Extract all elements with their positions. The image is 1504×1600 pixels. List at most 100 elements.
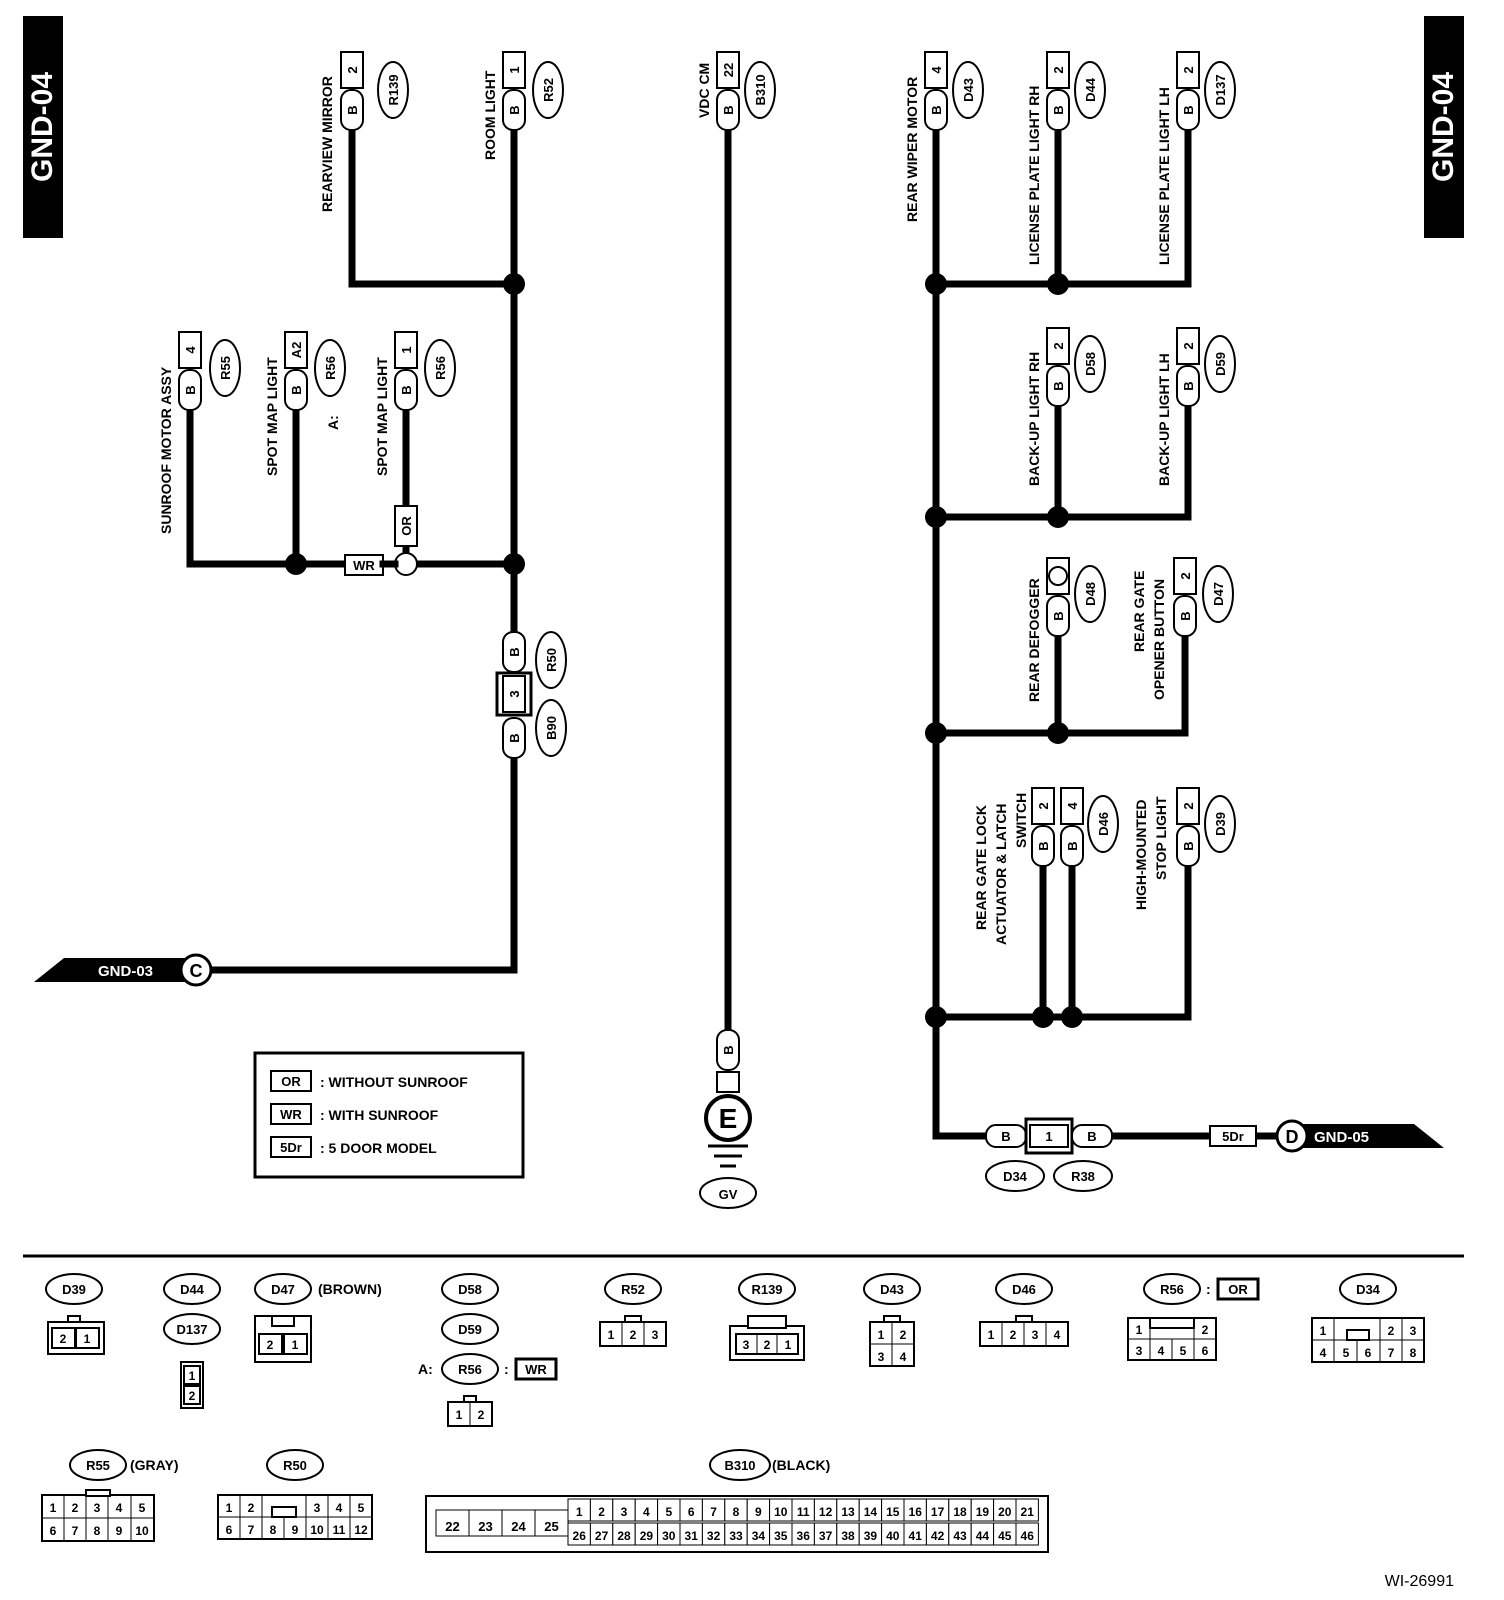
legend: OR : WITHOUT SUNROOF WR : WITH SUNROOF 5… <box>253 1051 525 1179</box>
room-light-conn: R52 <box>541 78 556 102</box>
sunroof-wire: B <box>183 385 198 394</box>
b310-pin-label: 3 <box>621 1505 628 1519</box>
d34-pin: 1 <box>1045 1129 1052 1144</box>
sunroof-label: SUNROOF MOTOR ASSY <box>158 366 174 534</box>
license-rh-wire: B <box>1051 105 1066 114</box>
backup-lh-pin: 2 <box>1181 342 1196 349</box>
svg-text:2: 2 <box>60 1332 67 1346</box>
b310-pin-label: 2 <box>598 1505 605 1519</box>
spot-a-pin: A2 <box>289 342 304 359</box>
room-light-label: ROOM LIGHT <box>482 70 498 160</box>
b310-name: B310 <box>724 1458 755 1473</box>
r55-note: (GRAY) <box>130 1457 179 1473</box>
svg-text:10: 10 <box>310 1523 324 1537</box>
gate-lock-label-3: SWITCH <box>1013 793 1029 848</box>
r50-conn: R50 <box>544 648 559 672</box>
r50-pin: 3 <box>507 690 522 697</box>
b310-pin-label: 24 <box>511 1519 526 1534</box>
component-rear-gate-lock: 2 B 4 B D46 REAR GATE LOCK ACTUATOR & LA… <box>973 787 1119 945</box>
svg-text:8: 8 <box>270 1523 277 1537</box>
svg-text:1: 1 <box>1320 1324 1327 1338</box>
wr-tag-text: WR <box>353 558 375 573</box>
component-license-plate-rh: 2 B D44 LICENSE PLATE LIGHT RH <box>1026 51 1106 265</box>
b310-pin-label: 28 <box>617 1529 631 1543</box>
defogger-conn: D48 <box>1083 582 1098 606</box>
b310-pin-label: 17 <box>931 1505 945 1519</box>
spot-a-wire: B <box>289 385 304 394</box>
defogger-wire: B <box>1051 611 1066 620</box>
license-lh-pin: 2 <box>1181 66 1196 73</box>
r56-name: R56 <box>1160 1282 1184 1297</box>
backup-lh-label: BACK-UP LIGHT LH <box>1156 353 1172 486</box>
vdc-cm-conn: B310 <box>753 74 768 105</box>
connector-r50: R50 1 2 3 4 5 6 7 8 9 10 11 12 <box>217 1449 373 1540</box>
b310-pin-label: 10 <box>774 1505 788 1519</box>
page-tag-right-text: GND-04 <box>1427 72 1460 182</box>
svg-text:12: 12 <box>354 1523 368 1537</box>
sunroof-conn: R55 <box>218 356 233 380</box>
component-rearview-mirror: 2 B R139 REARVIEW MIRROR <box>319 51 409 212</box>
d47-note: (BROWN) <box>318 1281 382 1297</box>
spot-pin: 1 <box>399 346 414 353</box>
b310-pin-label: 41 <box>909 1529 923 1543</box>
ground-letter: E <box>719 1103 738 1134</box>
defogger-label: REAR DEFOGGER <box>1026 578 1042 702</box>
wiper-pin: 4 <box>929 66 944 74</box>
svg-text:4: 4 <box>900 1350 907 1364</box>
spot-conn: R56 <box>433 356 448 380</box>
svg-text:1: 1 <box>1136 1323 1143 1337</box>
joint-d34-r38: B 1 B D34 R38 <box>985 1117 1113 1192</box>
opener-conn: D47 <box>1211 582 1226 606</box>
b310-pin-label: 16 <box>909 1505 923 1519</box>
d58-name: D58 <box>458 1282 482 1297</box>
ground-e: B E GV <box>699 1029 757 1209</box>
d43-name: D43 <box>880 1282 904 1297</box>
d34-wire: B <box>1001 1129 1010 1144</box>
svg-text:3: 3 <box>1032 1328 1039 1342</box>
svg-text:11: 11 <box>333 1523 346 1537</box>
vdc-cm-label: VDC CM <box>696 63 712 118</box>
b310-pin-cell <box>435 1509 470 1537</box>
license-lh-wire: B <box>1181 105 1196 114</box>
wire-rearview-to-junction <box>348 124 518 288</box>
legend-code-wr: WR <box>280 1107 302 1122</box>
b310-pin-label: 45 <box>998 1529 1012 1543</box>
rearview-conn: R139 <box>386 74 401 105</box>
connector-d44-d137: D44 D137 1 2 <box>163 1273 221 1409</box>
connector-r52: R52 1 2 3 <box>599 1273 667 1347</box>
b310-pin-label: 9 <box>755 1505 762 1519</box>
b310-pin-label: 40 <box>886 1529 900 1543</box>
svg-text:1: 1 <box>785 1338 792 1352</box>
svg-text:4: 4 <box>1320 1346 1327 1360</box>
b310-pin-label: 46 <box>1021 1529 1035 1543</box>
r52-name: R52 <box>621 1282 645 1297</box>
b310-pin-label: 1 <box>576 1505 583 1519</box>
gnd03-label: GND-03 <box>98 963 153 980</box>
backup-lh-conn: D59 <box>1213 352 1228 376</box>
connector-d58-d59-r56a: D58 D59 A: R56 : WR 1 2 <box>418 1273 558 1427</box>
page-tag-left: GND-04 <box>23 16 63 238</box>
ground-wire: B <box>721 1045 736 1054</box>
d39-name: D39 <box>62 1282 86 1297</box>
component-room-light: 1 B R52 ROOM LIGHT <box>482 51 564 160</box>
b90-wire: B <box>507 733 522 742</box>
b310-pin-label: 39 <box>864 1529 878 1543</box>
b310-pin-label: 34 <box>752 1529 766 1543</box>
page-tag-left-text: GND-04 <box>26 72 59 182</box>
spot-a-label: SPOT MAP LIGHT <box>264 357 280 476</box>
svg-text:1: 1 <box>292 1338 299 1352</box>
opener-wire: B <box>1178 611 1193 620</box>
wiper-label: REAR WIPER MOTOR <box>904 77 920 222</box>
sunroof-pin: 4 <box>183 346 198 354</box>
page-tag-right: GND-04 <box>1424 16 1464 238</box>
gate-lock-pin-1: 2 <box>1036 802 1051 809</box>
gate-lock-label-1: REAR GATE LOCK <box>973 805 989 930</box>
gnd05-letter: D <box>1286 1127 1299 1147</box>
svg-text:2: 2 <box>1010 1328 1017 1342</box>
r56-variant: OR <box>1228 1282 1248 1297</box>
hm-pin: 2 <box>1181 802 1196 809</box>
b310-pin-label: 5 <box>665 1505 672 1519</box>
gnd05-label: GND-05 <box>1314 1129 1369 1146</box>
svg-text:5: 5 <box>1343 1346 1350 1360</box>
b310-pin-label: 30 <box>662 1529 676 1543</box>
